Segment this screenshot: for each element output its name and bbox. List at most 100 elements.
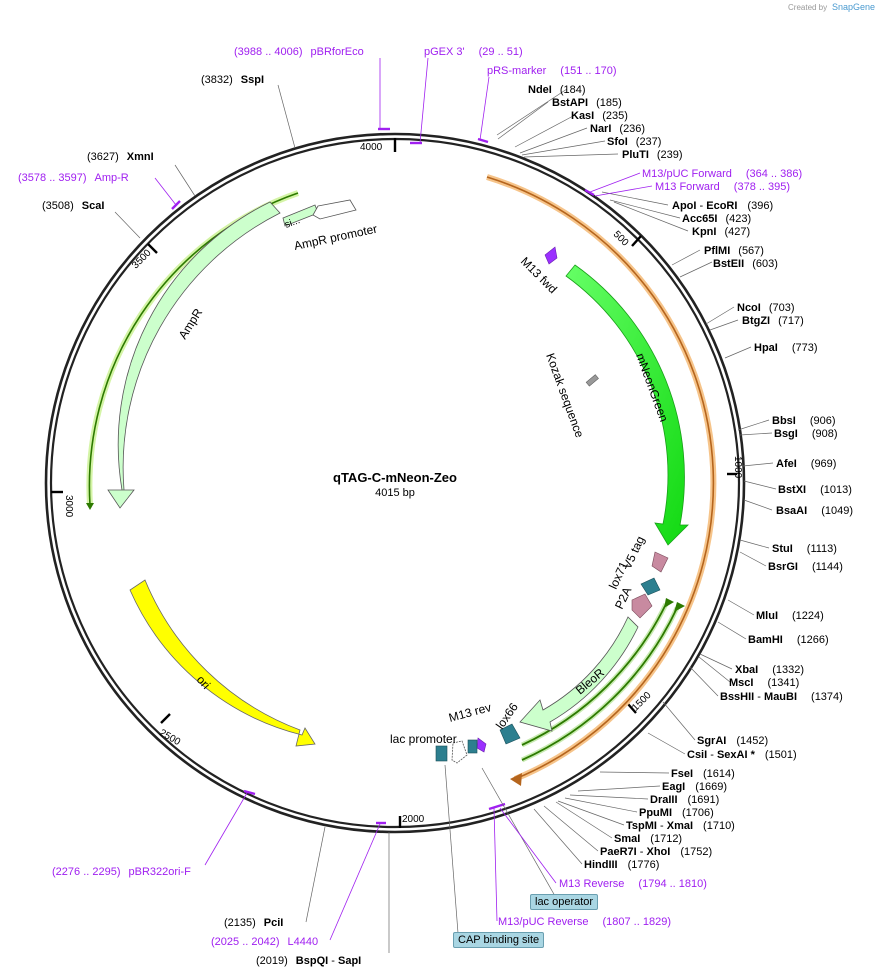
site-bsteii: BstEII(603): [713, 258, 778, 270]
ampr-label: AmpR: [176, 306, 206, 342]
primer-l4440: (2025 .. 2042)L4440: [211, 936, 318, 948]
site-hindiii: HindIII(1776): [584, 859, 659, 871]
tick-label-3000: 3000: [63, 495, 74, 518]
leader-lines: [114, 57, 777, 953]
left-site-labels: (3832)SspI (3627)XmnI (3508)ScaI (2135)P…: [42, 74, 361, 967]
site-bstxi: BstXI(1013): [778, 484, 852, 496]
snapgene-brand: SnapGene: [832, 2, 875, 12]
green-arc-1: [521, 603, 667, 746]
site-bsaai: BsaAI(1049): [776, 505, 853, 517]
backbone-outer: [44, 132, 746, 834]
lac-operator-feature: [467, 739, 478, 754]
ampr-feature: [107, 201, 281, 509]
right-site-labels: NdeI(184) BstAPI(185) KasI(235) NarI(236…: [528, 84, 853, 871]
site-ncoi: NcoI(703): [737, 302, 795, 314]
primer-m13-puc-forward: M13/pUC Forward(364 .. 386): [642, 168, 802, 180]
lox66-feature: [499, 723, 521, 745]
site-acc65i: Acc65I(423): [682, 213, 751, 225]
site-sspi: (3832)SspI: [201, 74, 264, 86]
ori-feature: [129, 579, 316, 747]
site-bsshii-maubi: BssHII - MauBI(1374): [720, 691, 843, 703]
primer-prs-marker: pRS-marker(151 .. 170): [487, 65, 617, 77]
site-tspmi-xmai: TspMI - XmaI(1710): [626, 820, 735, 832]
site-kasi: KasI(235): [571, 110, 628, 122]
signal-seq-label: si...: [283, 215, 301, 231]
site-draiii: DraIII(1691): [650, 794, 719, 806]
tick-label-1000: 1000: [732, 456, 743, 479]
left-green-arc-arrowhead: [86, 503, 94, 510]
green-arc-1-arrowhead: [664, 598, 674, 608]
lac-promoter-feature: [451, 740, 468, 764]
site-ppumi: PpuMI(1706): [639, 807, 714, 819]
site-csii-sexai: CsiI - SexAI *(1501): [687, 749, 797, 761]
v5-tag-feature: [651, 551, 669, 573]
site-sfoi: SfoI(237): [607, 136, 661, 148]
plasmid-length: 4015 bp: [375, 487, 415, 499]
lox71-label: lox71: [606, 559, 631, 591]
site-bsgi: BsgI(908): [774, 428, 838, 440]
primer-pgex3: pGEX 3'(29 .. 51): [424, 46, 523, 58]
site-bbsi: BbsI(906): [772, 415, 836, 427]
site-bamhi: BamHI(1266): [748, 634, 829, 646]
site-smai: SmaI(1712): [614, 833, 682, 845]
lac-promoter-label: lac promoter: [390, 732, 457, 746]
m13-fwd-primer: [544, 246, 558, 265]
green-arc-2: [521, 607, 678, 761]
primer-amp-r: (3578 .. 3597)Amp-R: [18, 172, 129, 184]
site-scai: (3508)ScaI: [42, 200, 104, 212]
site-afei: AfeI(969): [776, 458, 836, 470]
cap-binding-site-feature: [435, 745, 448, 762]
site-mlui: MluI(1224): [756, 610, 824, 622]
tick-label-2500: 2500: [157, 727, 182, 748]
ampr-promoter-feature: [312, 199, 357, 220]
site-bspqi-sapi: (2019)BspQI - SapI: [256, 955, 361, 967]
primer-m13-forward: M13 Forward(378 .. 395): [655, 181, 790, 193]
site-stui: StuI(1113): [772, 543, 837, 555]
site-eagi: EagI(1669): [662, 781, 727, 793]
primer-m13-puc-reverse: M13/pUC Reverse(1807 .. 1829): [498, 916, 671, 928]
green-arc-2-arrowhead: [674, 602, 685, 612]
lox71-feature: [640, 577, 661, 596]
site-xmni: (3627)XmnI: [87, 151, 154, 163]
tick-label-2000: 2000: [402, 814, 425, 825]
site-kpni: KpnI(427): [692, 226, 750, 238]
lac-operator-box: lac operator: [530, 894, 599, 910]
tick-marks: [51, 138, 737, 828]
site-pflmi: PflMI(567): [704, 245, 764, 257]
site-bstapi: BstAPI(185): [552, 97, 622, 109]
site-msci: MscI(1341): [729, 677, 799, 689]
site-pcii: (2135)PciI: [224, 917, 283, 929]
cap-binding-site-box: CAP binding site: [453, 932, 545, 948]
p2a-feature: [631, 593, 653, 619]
m13-rev-label: M13 rev: [447, 700, 493, 725]
site-fsei: FseI(1614): [671, 768, 735, 780]
primer-pbr322ori-f: (2276 .. 2295)pBR322ori-F: [52, 866, 191, 878]
kozak-feature: [585, 374, 599, 387]
site-apoi-ecori: ApoI - EcoRI(396): [672, 200, 773, 212]
ampr-promoter-label: AmpR promoter: [293, 222, 379, 253]
tick-label-4000: 4000: [360, 142, 383, 153]
lox66-label: lox66: [493, 700, 521, 732]
site-xbai: XbaI(1332): [735, 664, 804, 676]
primer-pbrforeco: (3988 .. 4006)pBRforEco: [234, 46, 364, 58]
mneongreen-feature: [565, 264, 689, 546]
site-pluti: PluTI(239): [622, 149, 683, 161]
site-nari: NarI(236): [590, 123, 645, 135]
tick-label-500: 500: [611, 229, 631, 249]
primer-labels: (3988 .. 4006)pBRforEco pGEX 3'(29 .. 51…: [18, 46, 802, 948]
credit-text: Created by: [788, 3, 827, 12]
outer-feature-arc: [486, 176, 715, 780]
kozak-label: Kozak sequence: [543, 351, 587, 439]
plasmid-name: qTAG-C-mNeon-Zeo: [333, 470, 457, 485]
site-hpai: HpaI(773): [754, 342, 818, 354]
m13-rev-primer: [476, 737, 487, 753]
site-ndei: NdeI(184): [528, 84, 586, 96]
site-btgzi: BtgZI(717): [742, 315, 804, 327]
bleor-feature: [519, 616, 639, 732]
outer-feature-arrowhead: [510, 773, 522, 786]
site-bsrgi: BsrGI(1144): [768, 561, 843, 573]
site-sgrai: SgrAI(1452): [697, 735, 768, 747]
primer-m13-reverse: M13 Reverse(1794 .. 1810): [559, 878, 707, 890]
site-paer7i-xhoi: PaeR7I - XhoI(1752): [600, 846, 712, 858]
